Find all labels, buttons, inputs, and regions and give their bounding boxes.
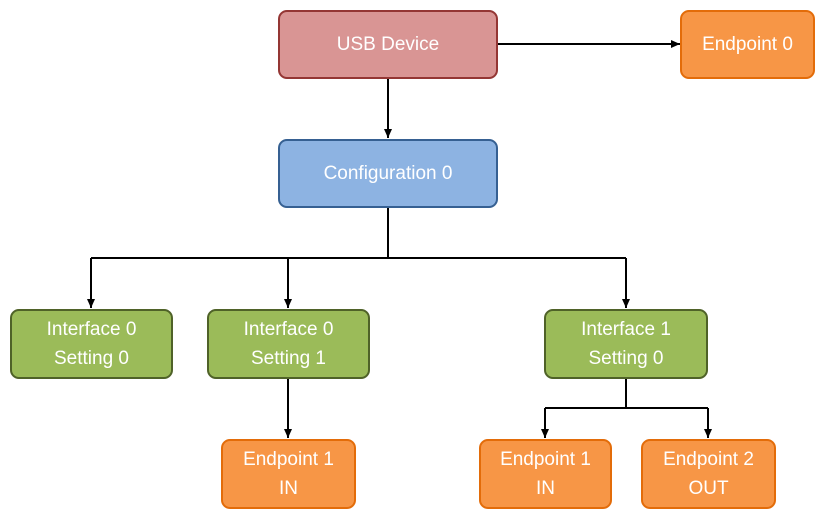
interface-label: Interface 1 [581,319,671,340]
endpoint-label: Endpoint 2 [663,449,754,470]
endpoint1-in-node: Endpoint 1 IN [479,439,612,509]
interface-label: Interface 0 [243,319,334,340]
interface-label: Interface 0 [46,319,137,340]
endpoint-direction: OUT [688,478,729,499]
usb-device-label: USB Device [336,34,440,55]
endpoint-direction: IN [279,478,298,499]
setting-label: Setting 0 [54,348,129,369]
endpoint-label: Endpoint 1 [243,449,334,470]
setting-label: Setting 0 [588,348,664,369]
endpoint-label: Endpoint 1 [500,449,591,470]
endpoint-direction: IN [536,478,555,499]
endpoint2-out-node: Endpoint 2 OUT [641,439,776,509]
interface1-setting0-node: Interface 1 Setting 0 [544,309,708,379]
interface0-setting1-node: Interface 0 Setting 1 [207,309,370,379]
endpoint1-in-node: Endpoint 1 IN [221,439,356,509]
endpoint0-label: Endpoint 0 [702,34,793,55]
endpoint0-node: Endpoint 0 [680,10,815,79]
setting-label: Setting 1 [251,348,326,369]
configuration-label: Configuration 0 [323,163,453,184]
configuration-node: Configuration 0 [278,139,498,208]
interface0-setting0-node: Interface 0 Setting 0 [10,309,173,379]
usb-device-node: USB Device [278,10,498,79]
